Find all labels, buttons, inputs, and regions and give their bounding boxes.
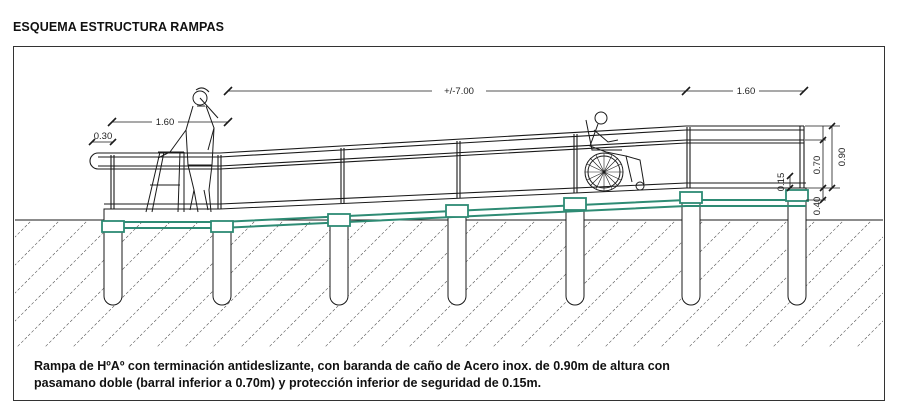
wheelchair-user-figure [584, 111, 645, 192]
pile-cap-2 [210, 220, 234, 233]
person-with-walker-figure [145, 87, 219, 213]
pile-6 [681, 202, 701, 306]
pile-cap-1 [101, 220, 125, 233]
dim-handrail-extension: 0.30 [94, 131, 113, 142]
caption-line-2: pasamano doble (barral inferior a 0.70m)… [34, 376, 542, 390]
dim-platform-height: 0.40 [812, 197, 823, 216]
dimension-labels: +/-7.00 1.60 1.60 0.30 0.90 0.70 0.15 0.… [94, 84, 848, 215]
pile-cap-4 [445, 204, 469, 218]
dim-height-total: 0.90 [837, 148, 848, 167]
pile-2 [212, 229, 232, 306]
foundation-piles [103, 199, 807, 306]
pile-cap-5 [563, 197, 587, 211]
pile-3 [329, 225, 349, 306]
diagram-title: ESQUEMA ESTRUCTURA RAMPAS [13, 20, 225, 34]
pile-cap-3 [327, 213, 351, 227]
caption-line-1: Rampa de HºAº con terminación antidesliz… [34, 359, 670, 373]
pile-4 [447, 214, 467, 306]
dim-landing-left: 1.60 [156, 117, 175, 128]
ramp-structure [101, 187, 809, 233]
pile-1 [103, 229, 123, 306]
diagram-caption: Rampa de HºAº con terminación antidesliz… [34, 358, 874, 392]
pile-7 [787, 199, 807, 306]
dim-landing-right: 1.60 [737, 86, 756, 97]
pile-cap-7 [785, 189, 809, 202]
dim-height-lower-rail: 0.70 [812, 156, 823, 175]
drawing-frame [13, 46, 885, 401]
pile-cap-6 [679, 191, 703, 204]
dim-kerb: 0.15 [776, 173, 787, 192]
dim-ramp-length: +/-7.00 [444, 86, 474, 97]
pile-5 [565, 209, 585, 306]
